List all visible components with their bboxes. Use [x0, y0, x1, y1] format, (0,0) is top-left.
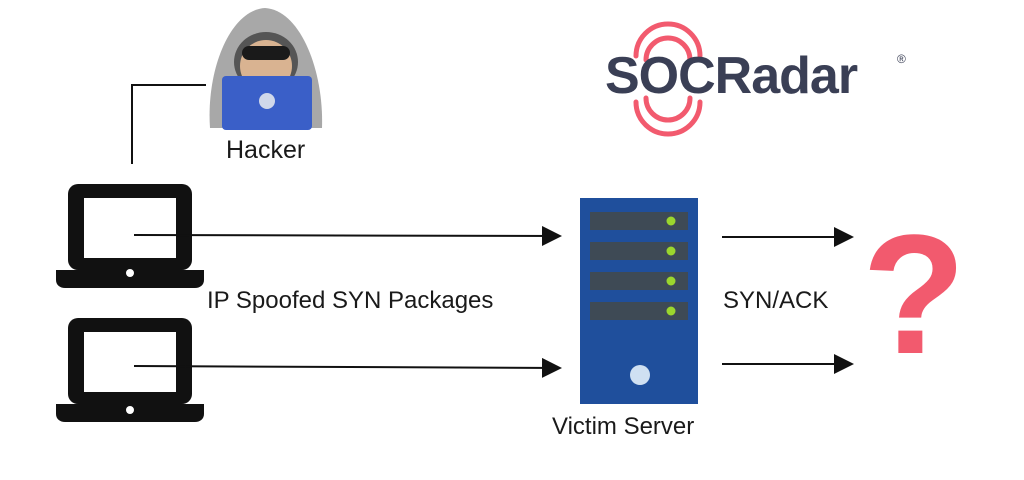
brand-logo: SOCRadar: [605, 47, 858, 105]
victim-server-label: Victim Server: [552, 413, 695, 440]
hacker-label: Hacker: [226, 136, 306, 164]
radar-waves-icon: [633, 21, 703, 137]
registered-mark: ®: [897, 52, 906, 66]
hacker-icon: [209, 8, 323, 130]
laptop-icon: [56, 318, 204, 422]
hacker-connector: [131, 84, 206, 164]
question-mark-icon: ?: [862, 200, 966, 390]
server-icon: [580, 198, 698, 404]
laptop-icon: [56, 184, 204, 288]
packets-label: IP Spoofed SYN Packages: [207, 287, 494, 314]
synack-label: SYN/ACK: [723, 287, 829, 314]
packet-arrow: [133, 225, 562, 246]
packet-arrow: [133, 357, 562, 378]
